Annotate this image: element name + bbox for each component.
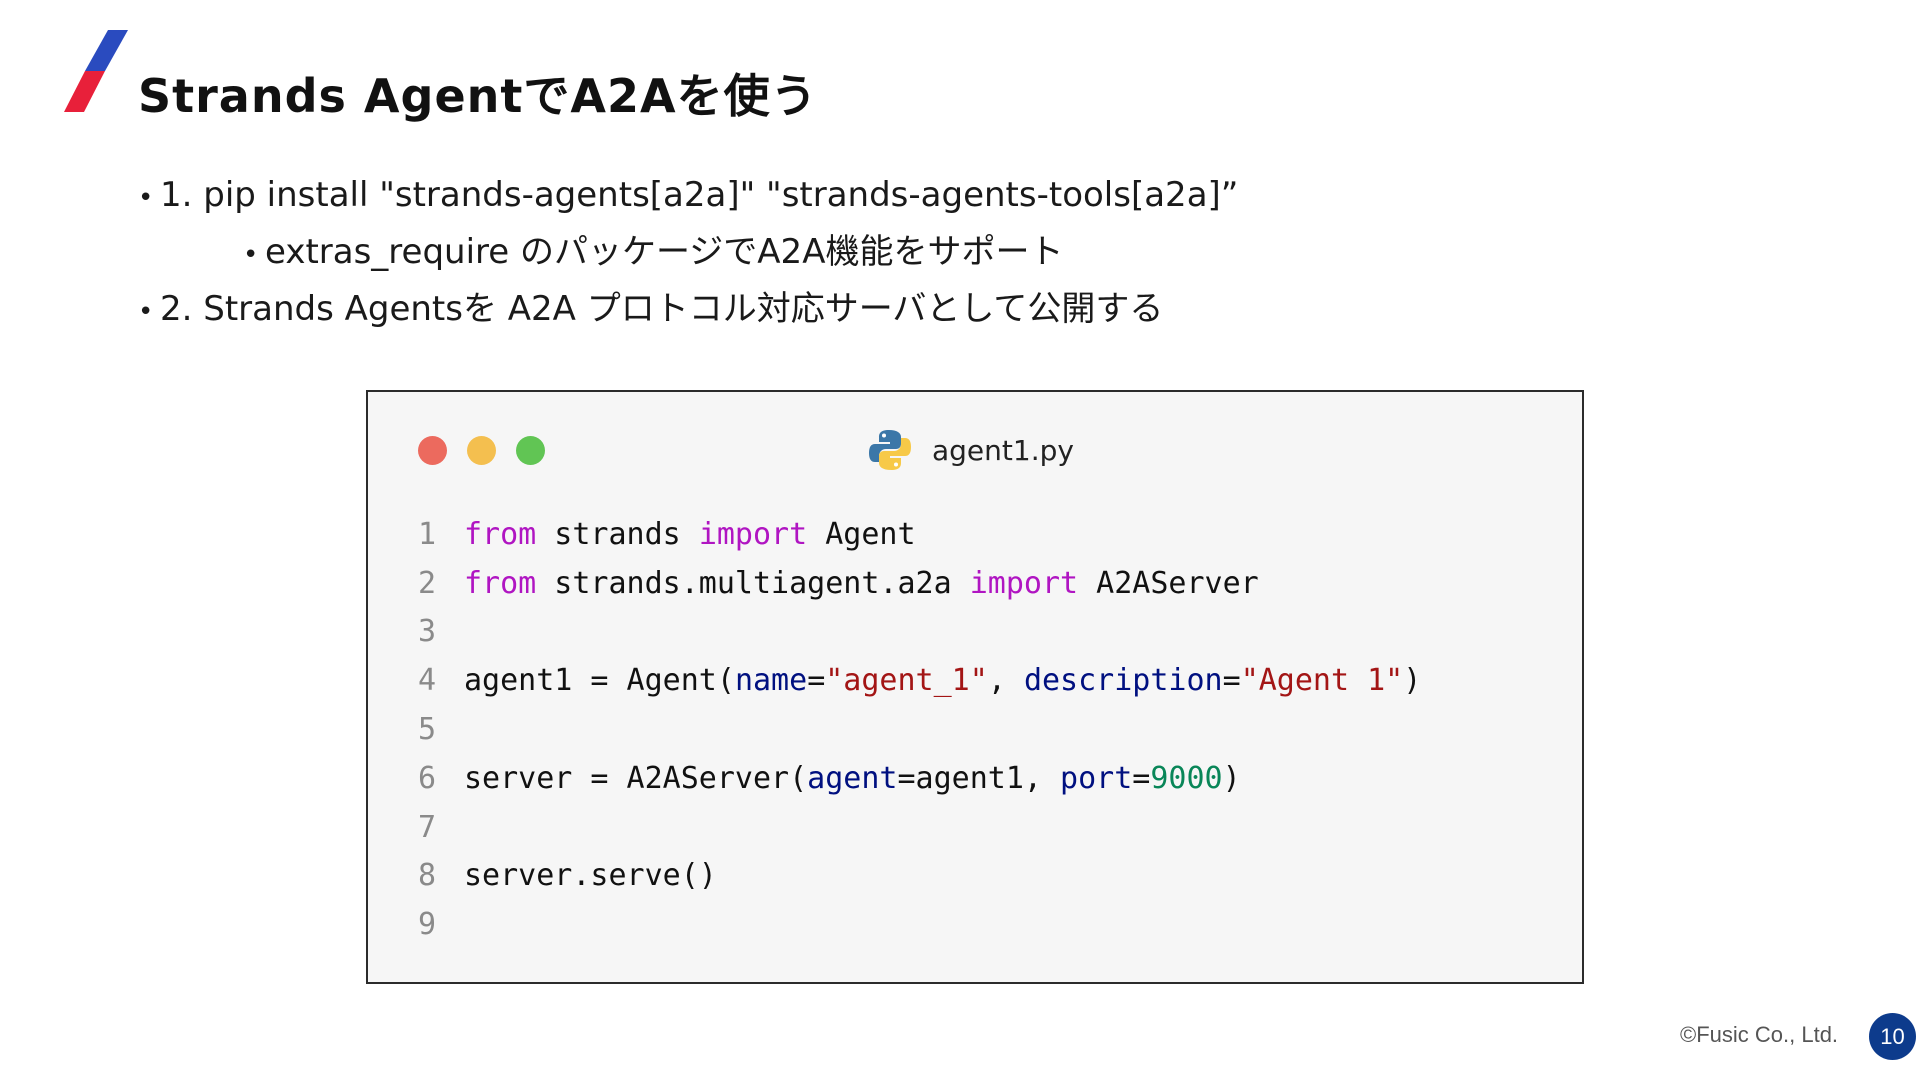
code-line: 7 <box>418 803 1421 852</box>
keyword-token: from <box>464 565 537 601</box>
slide-title: Strands AgentでA2Aを使う <box>138 69 818 123</box>
parameter-token: description <box>1023 663 1223 699</box>
code-line: 2 from strands.multiagent.a2a import A2A… <box>418 559 1421 608</box>
sub-bullet-item: • extras_require のパッケージでA2A機能をサポート <box>138 225 1238 282</box>
code-token: A2AServer <box>1078 565 1259 601</box>
string-token: "Agent 1" <box>1240 663 1404 699</box>
line-number: 6 <box>418 760 437 796</box>
code-token: Agent <box>807 516 916 552</box>
code-line: 8 server.serve() <box>418 852 1421 901</box>
bullet-text: 2. Strands Agentsを A2A プロトコル対応サーバとして公開する <box>160 289 1164 329</box>
line-number: 5 <box>418 712 437 748</box>
code-token: = <box>1132 760 1151 796</box>
page-number-badge: 10 <box>1869 1013 1916 1060</box>
keyword-token: import <box>698 516 808 552</box>
code-token: ) <box>1222 760 1241 796</box>
code-token: = <box>807 663 826 699</box>
number-token: 9000 <box>1150 760 1223 796</box>
parameter-token: agent <box>807 760 898 796</box>
line-number: 8 <box>418 858 437 894</box>
file-name: agent1.py <box>932 433 1074 467</box>
code-token: = <box>1222 663 1241 699</box>
code-line: 5 <box>418 705 1421 754</box>
code-token: strands <box>536 516 699 552</box>
logo-slash-icon <box>64 30 128 112</box>
line-number: 3 <box>418 614 437 650</box>
bullet-item: • 2. Strands Agentsを A2A プロトコル対応サーバとして公開… <box>138 282 1238 339</box>
code-line: 3 <box>418 608 1421 657</box>
python-icon <box>869 430 911 470</box>
code-line: 1 from strands import Agent <box>418 510 1421 559</box>
code-line: 9 <box>418 900 1421 949</box>
code-line: 4 agent1 = Agent(name="agent_1", descrip… <box>418 656 1421 705</box>
code-token: ) <box>1403 663 1422 699</box>
bullet-list: • 1. pip install "strands-agents[a2a]" "… <box>138 168 1238 339</box>
parameter-token: name <box>734 663 808 699</box>
code-line: 6 server = A2AServer(agent=agent1, port=… <box>418 754 1421 803</box>
bullet-dot: • <box>138 297 154 327</box>
line-number: 4 <box>418 663 437 699</box>
minimize-dot-icon <box>467 436 496 465</box>
code-token: server.serve() <box>464 858 717 894</box>
code-token: server = A2AServer( <box>464 760 808 796</box>
code-block: 1 from strands import Agent 2 from stran… <box>418 510 1421 949</box>
line-number: 2 <box>418 565 437 601</box>
file-tab: agent1.py <box>868 428 1074 472</box>
code-token: , <box>987 663 1024 699</box>
line-number: 1 <box>418 516 437 552</box>
close-dot-icon <box>418 436 447 465</box>
window-controls <box>418 436 545 465</box>
copyright-text: ©Fusic Co., Ltd. <box>1680 1022 1839 1047</box>
maximize-dot-icon <box>516 436 545 465</box>
keyword-token: import <box>969 565 1079 601</box>
bullet-text: extras_require のパッケージでA2A機能をサポート <box>265 232 1064 272</box>
bullet-item: • 1. pip install "strands-agents[a2a]" "… <box>138 168 1238 225</box>
keyword-token: from <box>464 516 537 552</box>
code-token: strands.multiagent.a2a <box>536 565 970 601</box>
code-token: =agent1, <box>897 760 1061 796</box>
bullet-dot: • <box>138 183 154 213</box>
parameter-token: port <box>1060 760 1133 796</box>
code-token: agent1 = Agent( <box>464 663 735 699</box>
string-token: "agent_1" <box>825 663 988 699</box>
bullet-dot: • <box>243 240 259 270</box>
code-window: agent1.py 1 from strands import Agent 2 … <box>366 390 1584 984</box>
line-number: 9 <box>418 907 437 943</box>
bullet-text: 1. pip install "strands-agents[a2a]" "st… <box>160 175 1239 215</box>
line-number: 7 <box>418 809 437 845</box>
